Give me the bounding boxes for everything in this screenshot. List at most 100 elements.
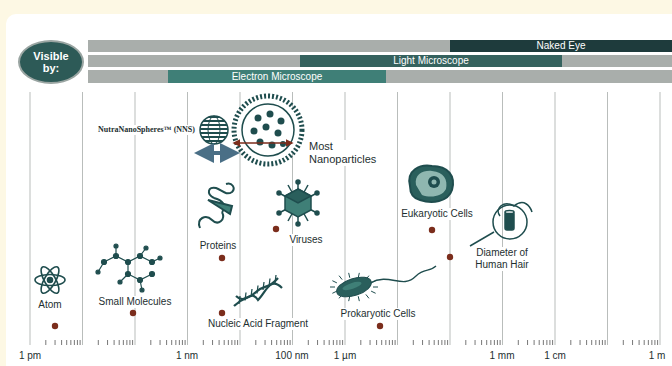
minor-tick	[280, 340, 281, 345]
minor-tick	[45, 340, 46, 345]
minor-tick	[434, 340, 435, 345]
bacterium-icon	[330, 266, 436, 301]
minor-tick	[527, 340, 528, 345]
item-label: Viruses	[287, 234, 324, 246]
scale-row	[88, 55, 672, 67]
minor-tick	[284, 340, 285, 345]
axis-label: 1 cm	[542, 350, 568, 362]
minor-tick	[339, 340, 340, 345]
eukaryotic-cell-icon	[409, 166, 453, 202]
grid	[30, 92, 660, 345]
minor-tick	[654, 340, 655, 345]
minor-tick	[98, 340, 99, 345]
dna-icon	[234, 275, 282, 306]
minor-tick	[150, 340, 151, 345]
panel	[6, 14, 672, 366]
item-label: Eukaryotic Cells	[399, 208, 475, 220]
minor-tick	[333, 340, 334, 345]
minor-tick	[444, 340, 445, 345]
minor-tick	[74, 340, 75, 345]
minor-tick	[392, 340, 393, 345]
minor-tick	[546, 340, 547, 345]
minor-tick	[639, 340, 640, 345]
protein-icon	[199, 184, 234, 228]
item-label: Small Molecules	[97, 296, 174, 308]
axis-label: 100 nm	[273, 350, 310, 362]
minor-tick	[228, 340, 229, 345]
hair-icon	[470, 203, 532, 246]
visibility-badge: Visible by:	[18, 40, 84, 84]
minor-tick	[114, 340, 115, 345]
visibility-bar: Light Microscope	[300, 55, 562, 67]
minor-tick	[475, 340, 476, 345]
minor-tick	[651, 340, 652, 345]
minor-tick	[185, 340, 186, 345]
node-text: Naked Eye	[537, 40, 586, 52]
grid-line	[555, 92, 556, 345]
visibility-bar: Electron Microscope	[168, 70, 386, 83]
minor-tick	[336, 340, 337, 345]
axis-label: 1 µm	[332, 350, 358, 362]
node-text: Electron Microscope	[232, 70, 323, 83]
minor-tick	[107, 340, 108, 345]
molecule-icon	[96, 244, 162, 292]
minor-tick	[119, 340, 120, 345]
minor-tick	[234, 340, 235, 345]
minor-tick	[166, 340, 167, 345]
size-dot	[52, 226, 453, 329]
minor-tick	[329, 340, 330, 345]
nanoparticle-icon	[234, 96, 302, 164]
minor-tick	[549, 340, 550, 345]
minor-tick	[494, 340, 495, 345]
minor-tick	[126, 340, 127, 345]
minor-tick	[61, 340, 62, 345]
minor-tick	[497, 340, 498, 345]
minor-tick	[175, 340, 176, 345]
axis-label: 1 m	[647, 350, 668, 362]
nns-label: NutraNanoSpheres™ (NNS)	[96, 125, 197, 135]
minor-tick	[376, 340, 377, 345]
minor-tick	[370, 340, 371, 345]
minor-tick	[324, 340, 325, 345]
minor-tick	[422, 340, 423, 345]
size-arrow	[198, 151, 236, 155]
grid-line	[82, 92, 83, 345]
node-text: Visible by:	[29, 50, 73, 74]
minor-tick	[486, 340, 487, 345]
minor-tick	[518, 340, 519, 345]
minor-tick	[465, 340, 466, 345]
minor-tick	[490, 340, 491, 345]
scale-row	[88, 70, 672, 83]
minor-tick	[623, 340, 624, 345]
item-label: Proteins	[198, 240, 239, 252]
minor-tick	[224, 340, 225, 345]
minor-tick	[395, 340, 396, 345]
minor-tick	[182, 340, 183, 345]
minor-tick	[580, 340, 581, 345]
minor-tick	[271, 340, 272, 345]
minor-tick	[534, 340, 535, 345]
item-label: Diameter of Human Hair	[463, 247, 541, 271]
minor-tick	[539, 340, 540, 345]
minor-tick	[219, 340, 220, 345]
minor-tick	[389, 340, 390, 345]
minor-tick	[591, 340, 592, 345]
minor-tick	[447, 340, 448, 345]
minor-tick	[644, 340, 645, 345]
axis-label: 1 pm	[17, 350, 43, 362]
item-label: Atom	[36, 299, 63, 311]
minor-tick	[552, 340, 553, 345]
minor-tick	[481, 340, 482, 345]
axis-label: 1 mm	[488, 350, 517, 362]
minor-tick	[237, 340, 238, 345]
item-label: Most Nanoparticles	[307, 140, 391, 166]
minor-tick	[308, 340, 309, 345]
minor-tick	[595, 340, 596, 345]
minor-tick	[543, 340, 544, 345]
minor-tick	[317, 340, 318, 345]
minor-tick	[385, 340, 386, 345]
minor-tick	[599, 340, 600, 345]
grid-line	[607, 92, 608, 345]
minor-tick	[203, 340, 204, 345]
item-label: Prokaryotic Cells	[338, 308, 417, 320]
